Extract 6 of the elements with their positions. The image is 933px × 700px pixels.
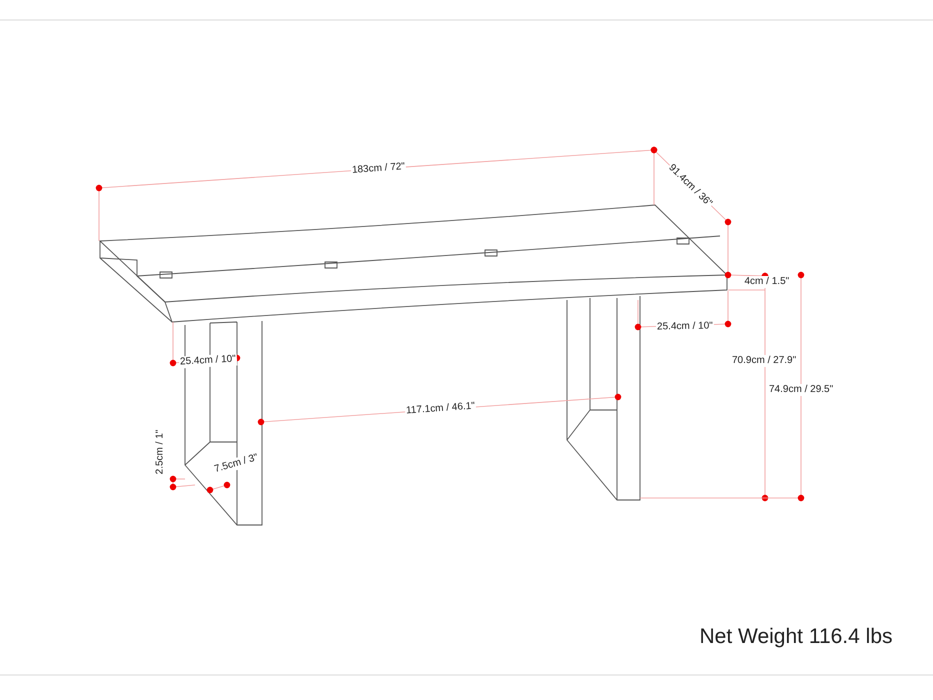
dimension-label: 70.9cm / 27.9" — [731, 355, 798, 367]
dimension-label: 2.5cm / 1" — [154, 428, 166, 476]
dimension-label: 4cm / 1.5" — [744, 276, 790, 288]
dimension-label: 74.9cm / 29.5" — [768, 384, 834, 396]
dimension-label: 25.4cm / 10" — [178, 354, 238, 368]
net-weight-note: Net Weight 116.4 lbs — [698, 625, 894, 649]
